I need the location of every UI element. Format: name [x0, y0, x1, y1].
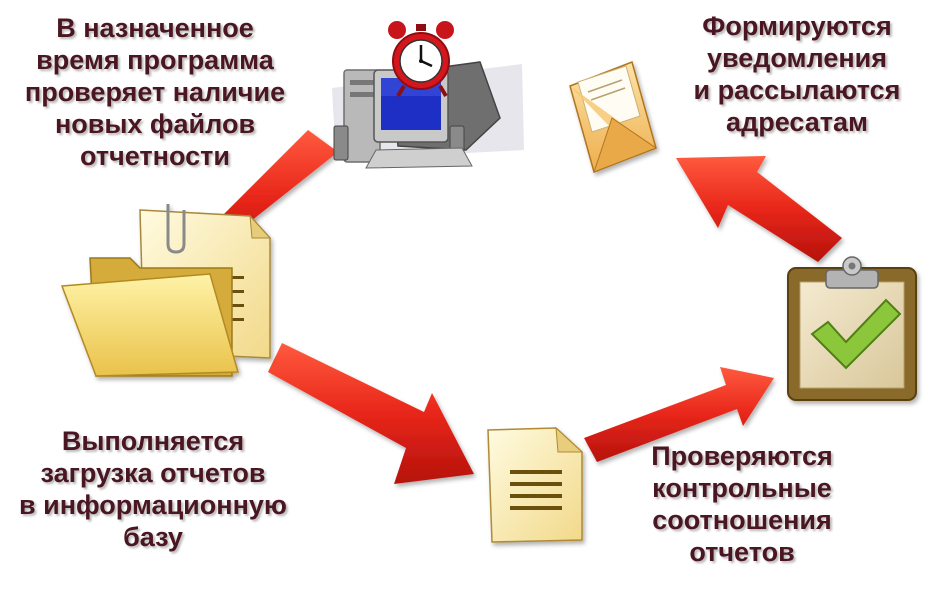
folder-with-papers-icon: [60, 204, 272, 377]
clipboard-checkmark-icon: [787, 256, 917, 401]
arrow-clipboard-to-envelope: [676, 156, 842, 262]
arrow-document-to-clipboard: [584, 367, 774, 462]
caption-load-reports: Выполняется загрузка отчетов в информаци…: [19, 426, 287, 552]
computer-with-alarm-clock-icon: [332, 21, 524, 169]
caption-verify-ratios: Проверяются контрольные соотношения отче…: [651, 441, 833, 567]
document-icon: [487, 426, 584, 543]
caption-notifications: Формируются уведомления и рассылаются ад…: [693, 11, 901, 137]
arrow-folder-to-document: [268, 343, 474, 484]
envelope-icon: [569, 61, 658, 173]
caption-check-new-files: В назначенное время программа проверяет …: [24, 13, 286, 171]
